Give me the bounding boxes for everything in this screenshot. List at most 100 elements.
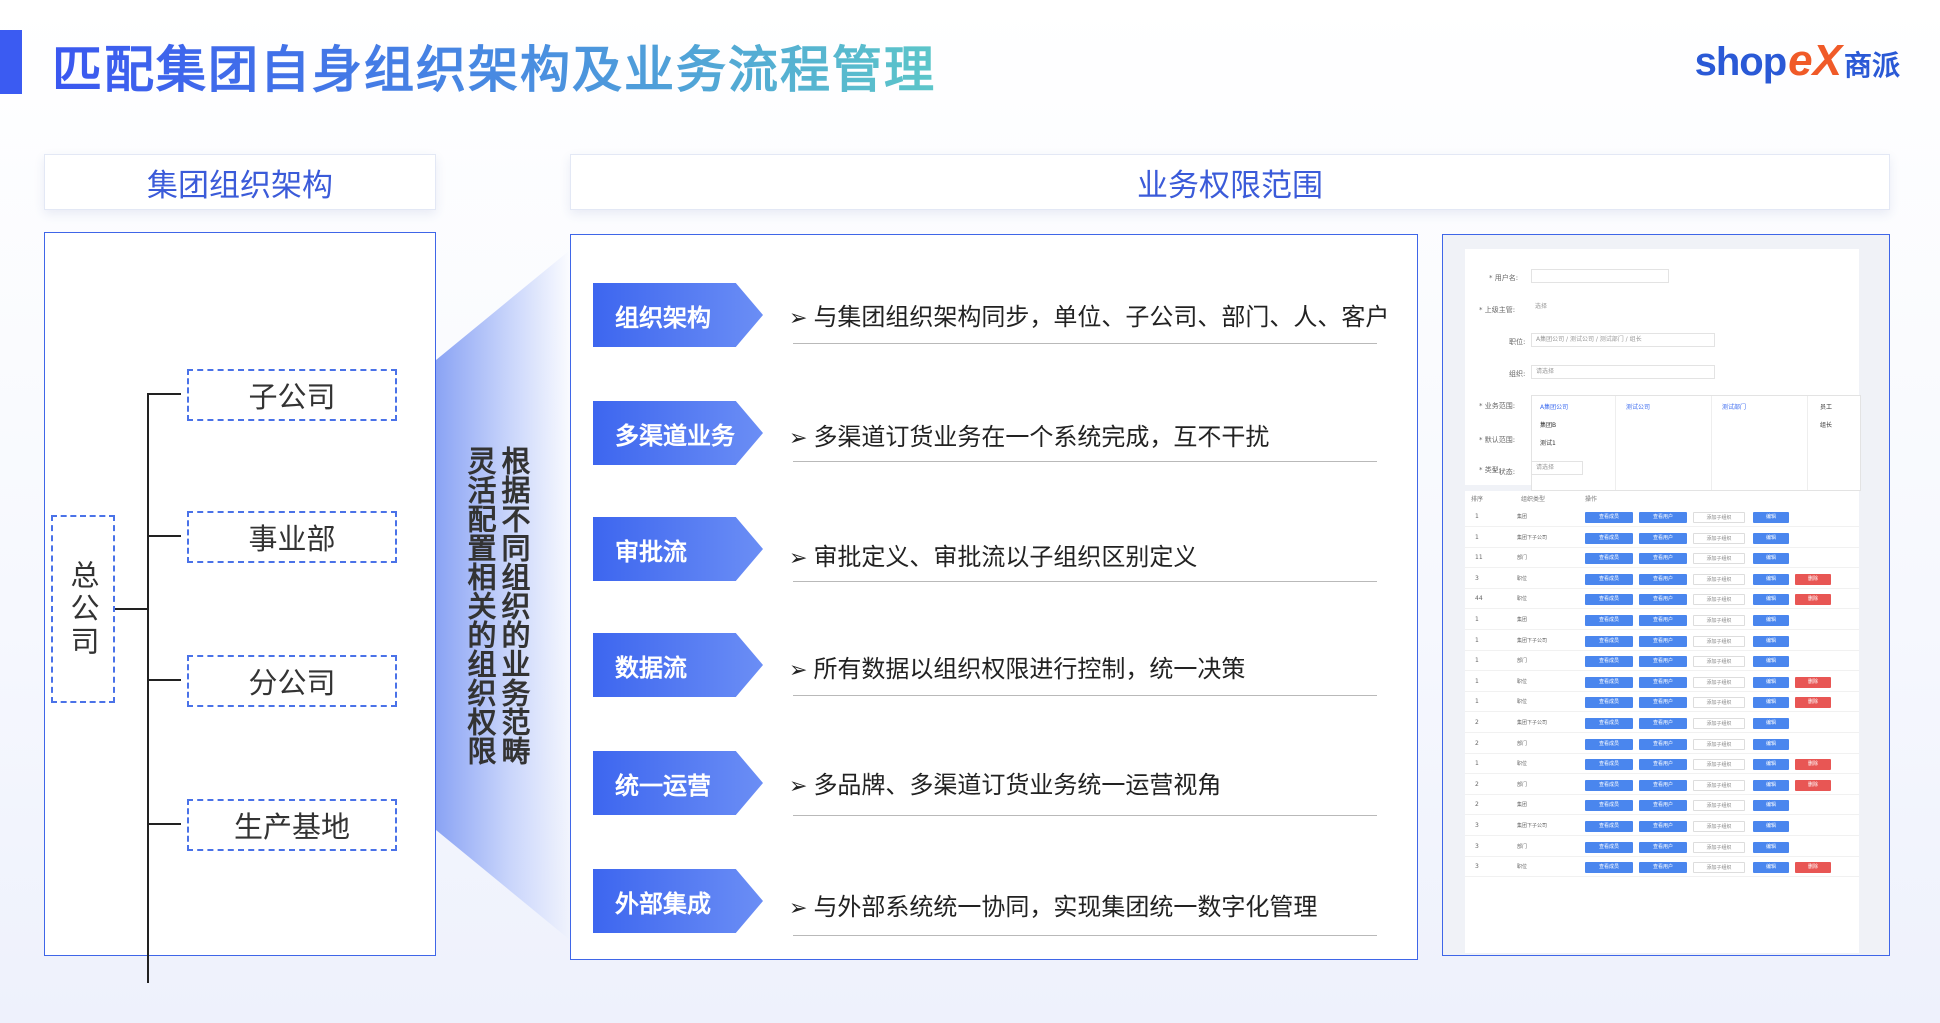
edit-button[interactable]: 编辑 — [1753, 573, 1789, 585]
view-users-button[interactable]: 查看用户 — [1639, 800, 1687, 812]
view-users-button[interactable]: 查看用户 — [1639, 532, 1687, 544]
edit-button[interactable]: 编辑 — [1753, 615, 1789, 626]
delete-button[interactable]: 删除 — [1795, 697, 1831, 709]
edit-button[interactable]: 编辑 — [1753, 532, 1789, 544]
add-sub-org-button[interactable]: 添加子组织 — [1693, 697, 1745, 709]
view-users-button[interactable]: 查看用户 — [1639, 841, 1687, 853]
view-users-button[interactable]: 查看用户 — [1639, 512, 1687, 523]
view-members-button[interactable]: 查看成员 — [1585, 594, 1633, 606]
add-sub-org-button[interactable]: 添加子组织 — [1693, 821, 1745, 832]
edit-button[interactable]: 编辑 — [1753, 676, 1789, 688]
row-sort-value: 3 — [1475, 842, 1479, 850]
add-sub-org-button[interactable]: 添加子组织 — [1693, 718, 1745, 729]
view-members-button[interactable]: 查看成员 — [1585, 718, 1633, 729]
org-select[interactable]: 请选择 — [1531, 365, 1715, 379]
edit-button[interactable]: 编辑 — [1753, 656, 1789, 668]
edit-button[interactable]: 编辑 — [1753, 718, 1789, 729]
view-members-button[interactable]: 查看成员 — [1585, 512, 1633, 523]
row-sort-value: 2 — [1475, 739, 1479, 747]
edit-button[interactable]: 编辑 — [1753, 821, 1789, 832]
edit-button[interactable]: 编辑 — [1753, 594, 1789, 606]
row-sort-value: 1 — [1475, 698, 1479, 706]
desc-approval-flow: ➢审批定义、审批流以子组织区别定义 — [789, 543, 1198, 571]
view-members-button[interactable]: 查看成员 — [1585, 841, 1633, 853]
cascader-option[interactable]: 测试1 — [1540, 440, 1556, 447]
cascader-option[interactable]: 测试部门 — [1722, 404, 1747, 411]
view-members-button[interactable]: 查看成员 — [1585, 532, 1633, 544]
delete-button[interactable]: 删除 — [1795, 594, 1831, 606]
type-select[interactable]: 请选择 — [1531, 461, 1583, 475]
row-type-name: 集团下子公司 — [1517, 720, 1548, 726]
view-users-button[interactable]: 查看用户 — [1639, 779, 1687, 791]
add-sub-org-button[interactable]: 添加子组织 — [1693, 800, 1745, 812]
view-members-button[interactable]: 查看成员 — [1585, 759, 1633, 771]
edit-button[interactable]: 编辑 — [1753, 862, 1789, 874]
add-sub-org-button[interactable]: 添加子组织 — [1693, 532, 1745, 544]
edit-button[interactable]: 编辑 — [1753, 512, 1789, 523]
add-sub-org-button[interactable]: 添加子组织 — [1693, 676, 1745, 688]
view-members-button[interactable]: 查看成员 — [1585, 821, 1633, 832]
view-users-button[interactable]: 查看用户 — [1639, 573, 1687, 585]
edit-button[interactable]: 编辑 — [1753, 553, 1789, 565]
edit-button[interactable]: 编辑 — [1753, 779, 1789, 791]
view-users-button[interactable]: 查看用户 — [1639, 862, 1687, 874]
view-users-button[interactable]: 查看用户 — [1639, 759, 1687, 771]
job-select[interactable]: A集团公司 / 测试公司 / 测试部门 / 组长 — [1531, 333, 1715, 347]
add-sub-org-button[interactable]: 添加子组织 — [1693, 615, 1745, 626]
view-members-button[interactable]: 查看成员 — [1585, 676, 1633, 688]
delete-button[interactable]: 删除 — [1795, 676, 1831, 688]
form-label: * 业务范围: — [1479, 402, 1516, 410]
view-members-button[interactable]: 查看成员 — [1585, 779, 1633, 791]
view-members-button[interactable]: 查看成员 — [1585, 656, 1633, 668]
boss-select-button[interactable]: 选择 — [1531, 301, 1557, 315]
username-input[interactable] — [1531, 269, 1669, 283]
add-sub-org-button[interactable]: 添加子组织 — [1693, 553, 1745, 565]
cascader-option[interactable]: 测试公司 — [1626, 404, 1651, 411]
edit-button[interactable]: 编辑 — [1753, 697, 1789, 709]
view-users-button[interactable]: 查看用户 — [1639, 676, 1687, 688]
delete-button[interactable]: 删除 — [1795, 573, 1831, 585]
view-members-button[interactable]: 查看成员 — [1585, 615, 1633, 626]
view-users-button[interactable]: 查看用户 — [1639, 656, 1687, 668]
view-members-button[interactable]: 查看成员 — [1585, 635, 1633, 647]
delete-button[interactable]: 删除 — [1795, 779, 1831, 791]
edit-button[interactable]: 编辑 — [1753, 800, 1789, 812]
edit-button[interactable]: 编辑 — [1753, 759, 1789, 771]
add-sub-org-button[interactable]: 添加子组织 — [1693, 594, 1745, 606]
add-sub-org-button[interactable]: 添加子组织 — [1693, 841, 1745, 853]
view-members-button[interactable]: 查看成员 — [1585, 573, 1633, 585]
add-sub-org-button[interactable]: 添加子组织 — [1693, 779, 1745, 791]
add-sub-org-button[interactable]: 添加子组织 — [1693, 656, 1745, 668]
side-text-col1: 根据不同组织的业务范畴 — [497, 446, 531, 765]
view-members-button[interactable]: 查看成员 — [1585, 862, 1633, 874]
view-users-button[interactable]: 查看用户 — [1639, 615, 1687, 626]
view-members-button[interactable]: 查看成员 — [1585, 697, 1633, 709]
add-sub-org-button[interactable]: 添加子组织 — [1693, 635, 1745, 647]
view-users-button[interactable]: 查看用户 — [1639, 594, 1687, 606]
delete-button[interactable]: 删除 — [1795, 862, 1831, 874]
edit-button[interactable]: 编辑 — [1753, 635, 1789, 647]
view-users-button[interactable]: 查看用户 — [1639, 738, 1687, 750]
view-members-button[interactable]: 查看成员 — [1585, 738, 1633, 750]
add-sub-org-button[interactable]: 添加子组织 — [1693, 573, 1745, 585]
add-sub-org-button[interactable]: 添加子组织 — [1693, 512, 1745, 523]
edit-button[interactable]: 编辑 — [1753, 841, 1789, 853]
view-users-button[interactable]: 查看用户 — [1639, 635, 1687, 647]
add-sub-org-button[interactable]: 添加子组织 — [1693, 738, 1745, 750]
org-node-subsidiary: 子公司 — [187, 369, 397, 421]
delete-button[interactable]: 删除 — [1795, 759, 1831, 771]
cascader-option[interactable]: 集团B — [1540, 422, 1557, 429]
cascader-option[interactable]: A集团公司 — [1540, 404, 1569, 411]
add-sub-org-button[interactable]: 添加子组织 — [1693, 759, 1745, 771]
view-users-button[interactable]: 查看用户 — [1639, 553, 1687, 565]
view-users-button[interactable]: 查看用户 — [1639, 697, 1687, 709]
cascader-option[interactable]: 组长 — [1820, 422, 1833, 429]
view-members-button[interactable]: 查看成员 — [1585, 553, 1633, 565]
view-users-button[interactable]: 查看用户 — [1639, 821, 1687, 832]
cascader-option[interactable]: 员工 — [1820, 404, 1833, 411]
add-sub-org-button[interactable]: 添加子组织 — [1693, 862, 1745, 874]
edit-button[interactable]: 编辑 — [1753, 738, 1789, 750]
view-members-button[interactable]: 查看成员 — [1585, 800, 1633, 812]
view-users-button[interactable]: 查看用户 — [1639, 718, 1687, 729]
